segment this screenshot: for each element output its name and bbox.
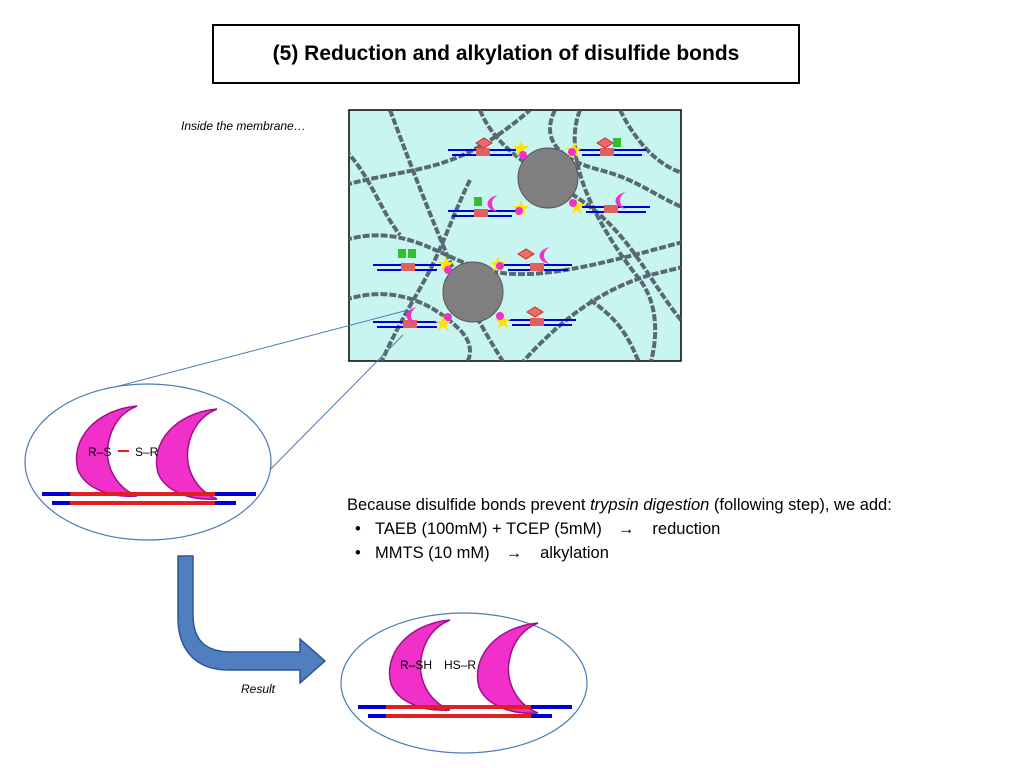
arrow-icon: →: [505, 544, 523, 562]
result-ellipse: [340, 612, 588, 754]
effect-text: reduction: [652, 520, 721, 538]
crescent-left: [75, 405, 138, 497]
result-arrow: [177, 555, 327, 685]
protein-small: [373, 249, 454, 274]
reagent-text: TAEB (100mM) + TCEP (5mM): [375, 520, 602, 538]
crescent-left: [388, 619, 451, 711]
explanation-note: Because disulfide bonds prevent trypsin …: [347, 493, 892, 565]
zoom-line-bottom: [259, 334, 404, 481]
zoom-ellipse: [24, 383, 272, 541]
label-sr-right: S–R: [135, 445, 159, 459]
note-intro-after: (following step), we add:: [709, 496, 892, 514]
label-hsr-right: HS–R: [444, 658, 476, 672]
protein-small: [569, 192, 650, 214]
note-intro: Because disulfide bonds prevent trypsin …: [347, 493, 892, 517]
protein-small: [373, 307, 452, 331]
note-intro-italic: trypsin digestion: [590, 496, 710, 514]
bullet: •: [355, 544, 361, 562]
bullet: •: [355, 520, 361, 538]
crescent-right: [155, 408, 218, 500]
zoom-line-top: [114, 309, 409, 388]
reagent-text: MMTS (10 mM): [375, 544, 490, 562]
reagent-item: • TAEB (100mM) + TCEP (5mM) → reduction: [347, 517, 892, 541]
reagent-item: • MMTS (10 mM) → alkylation: [347, 541, 892, 565]
reagent-list: • TAEB (100mM) + TCEP (5mM) → reduction • …: [347, 517, 892, 565]
protein-small: [490, 247, 572, 272]
bead-bottom: [442, 261, 504, 323]
crescent-right: [476, 622, 539, 714]
protein-small: [566, 137, 646, 158]
caption-inside-membrane: Inside the membrane…: [181, 119, 306, 133]
label-rsh-left: R–SH: [400, 658, 432, 672]
page-title: (5) Reduction and alkylation of disulfid…: [272, 42, 740, 65]
label-rs-left: R–S: [88, 445, 111, 459]
protein-small: [495, 306, 576, 329]
protein-small: [448, 195, 529, 217]
protein-small: [448, 137, 529, 159]
title-box: (5) Reduction and alkylation of disulfid…: [212, 24, 800, 84]
effect-text: alkylation: [540, 544, 609, 562]
membrane-proteins: [373, 137, 650, 331]
arrow-icon: →: [617, 520, 635, 538]
note-intro-before: Because disulfide bonds prevent: [347, 496, 591, 514]
caption-result: Result: [241, 682, 276, 696]
bead-top: [517, 147, 579, 209]
